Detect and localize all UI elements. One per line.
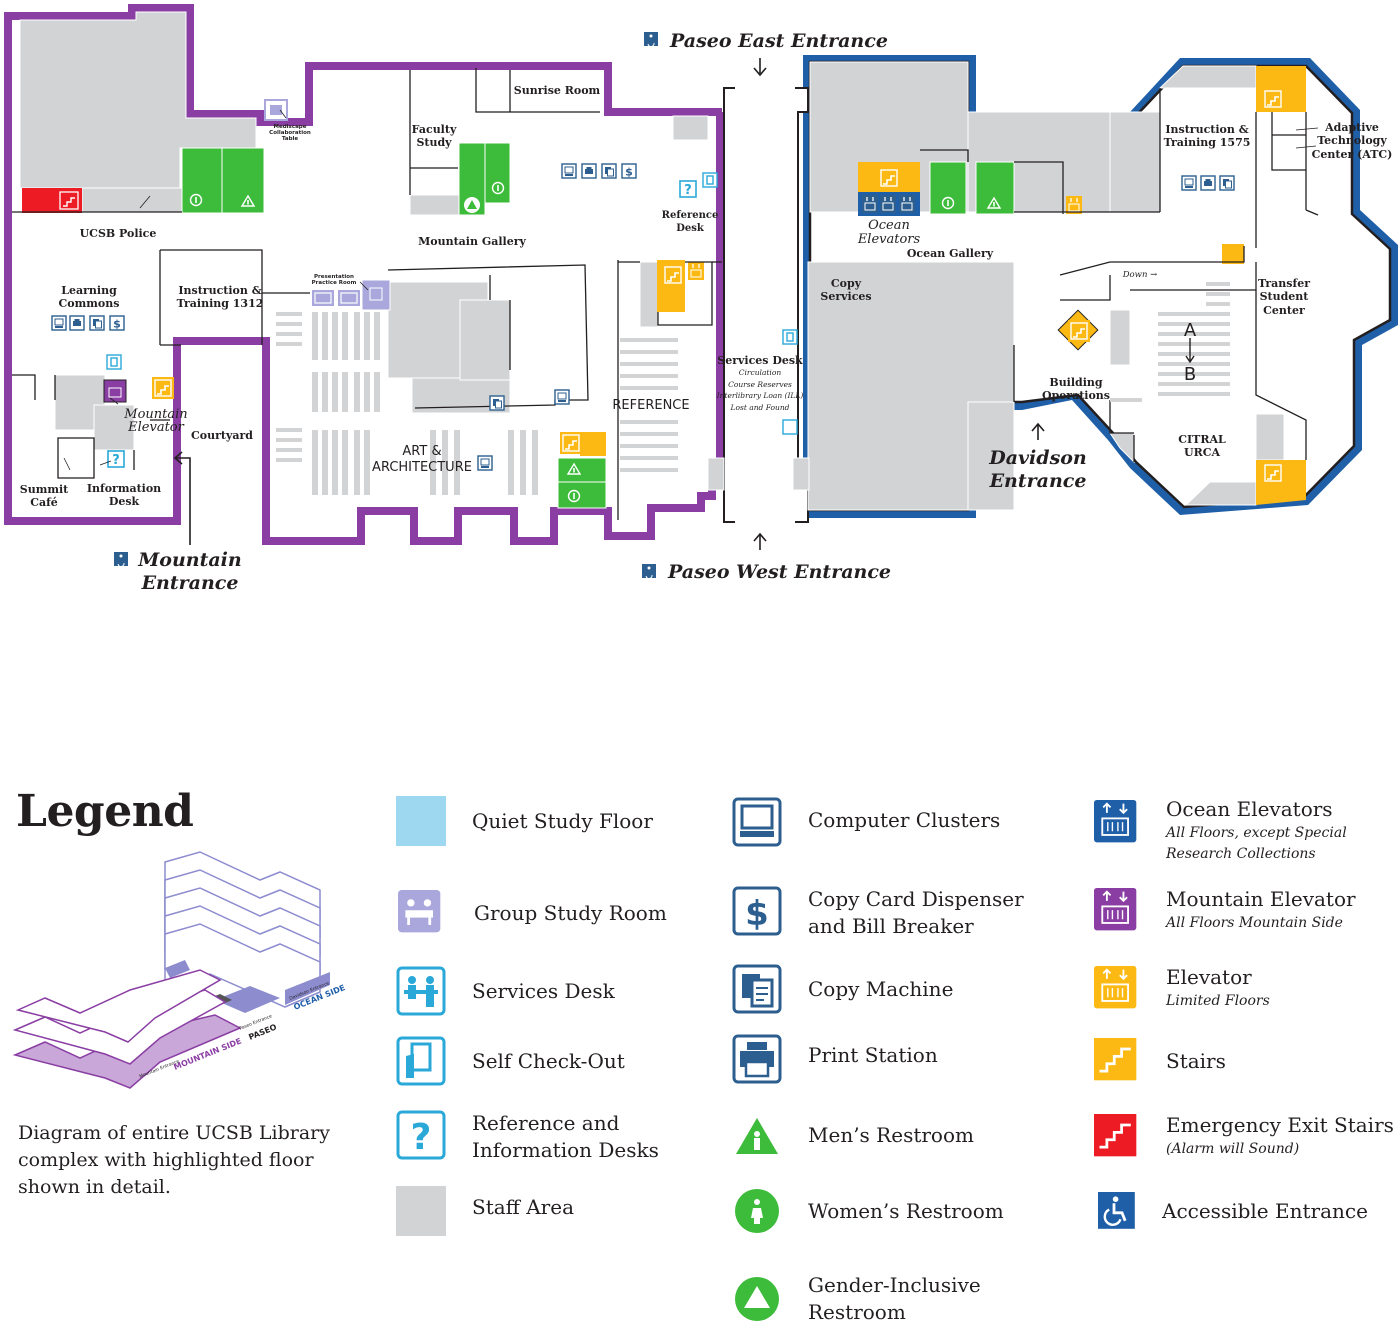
- svg-text:Sunrise Room: Sunrise Room: [514, 84, 601, 97]
- svg-text:Reference: Reference: [662, 210, 719, 221]
- svg-text:URCA: URCA: [1184, 446, 1220, 459]
- mens-restroom-icon: [736, 1118, 778, 1154]
- paseo-west-entrance: Paseo West Entrance: [667, 561, 891, 583]
- svg-text:Services Desk: Services Desk: [717, 354, 803, 367]
- svg-text:Café: Café: [30, 496, 58, 509]
- svg-text:Elevators: Elevators: [857, 232, 921, 247]
- womens-restroom-icon: [735, 1189, 779, 1233]
- svg-text:Desk: Desk: [676, 223, 705, 234]
- accessible-icon: [644, 32, 658, 48]
- quiet-study-swatch: [396, 796, 446, 846]
- svg-text:Building: Building: [1049, 376, 1103, 389]
- svg-text:Adaptive: Adaptive: [1324, 121, 1379, 134]
- svg-text:Services: Services: [820, 290, 871, 303]
- svg-text:Instruction &: Instruction &: [1165, 123, 1248, 136]
- svg-text:Training 1575: Training 1575: [1164, 136, 1251, 149]
- floor-map: $ ?: [4, 4, 1398, 594]
- svg-text:Study: Study: [416, 136, 452, 149]
- svg-text:B: B: [1184, 364, 1196, 385]
- svg-text:Down →: Down →: [1122, 270, 1158, 280]
- svg-text:Summit: Summit: [20, 483, 69, 496]
- svg-text:Table: Table: [282, 136, 299, 142]
- copy-machine-icon: [732, 964, 782, 1014]
- accessible-entrance-icon: [1098, 1192, 1135, 1229]
- self-checkout-icon: [396, 1036, 446, 1086]
- svg-text:Operations: Operations: [1042, 389, 1110, 402]
- paseo-east-entrance: Paseo East Entrance: [669, 30, 888, 52]
- services-desk-icon: [396, 966, 446, 1016]
- svg-text:Training 1312: Training 1312: [177, 297, 264, 310]
- printer-icon: [732, 1034, 782, 1084]
- davidson-entrance-line1: Davidson: [988, 447, 1087, 469]
- dollar-icon: $: [732, 886, 782, 936]
- svg-text:Faculty: Faculty: [412, 123, 457, 136]
- davidson-entrance-line2: Entrance: [989, 470, 1087, 492]
- svg-text:Course Reserves: Course Reserves: [728, 380, 792, 389]
- legend-title: Legend: [16, 786, 194, 837]
- stairs-icon: [1094, 1038, 1137, 1081]
- question-icon: ?: [396, 1110, 446, 1160]
- computer-icon: [732, 797, 782, 847]
- svg-text:Collaboration: Collaboration: [269, 130, 311, 136]
- svg-text:Technology: Technology: [1317, 134, 1387, 147]
- svg-text:Circulation: Circulation: [739, 368, 782, 377]
- svg-text:Commons: Commons: [59, 297, 120, 310]
- svg-text:Desk: Desk: [109, 495, 140, 508]
- svg-text:Mediscape: Mediscape: [274, 124, 307, 130]
- ocean-elevator-icon: [1094, 800, 1137, 843]
- legend-description: Diagram of entire UCSB Library complex w…: [18, 1122, 330, 1198]
- gender-inclusive-icon: [735, 1277, 779, 1321]
- svg-text:CITRAL: CITRAL: [1178, 433, 1226, 446]
- emergency-stairs-icon: [1094, 1114, 1137, 1157]
- svg-text:Center (ATC): Center (ATC): [1312, 148, 1393, 161]
- svg-text:$: $: [745, 894, 769, 934]
- svg-text:ART &: ART &: [402, 444, 441, 459]
- svg-text:Instruction &: Instruction &: [178, 284, 261, 297]
- svg-text:?: ?: [411, 1117, 432, 1158]
- svg-text:Center: Center: [1263, 304, 1305, 317]
- svg-text:Lost and Found: Lost and Found: [729, 403, 789, 412]
- svg-text:Learning: Learning: [61, 284, 117, 297]
- mountain-entrance-line2: Entrance: [141, 572, 239, 594]
- svg-text:Elevator: Elevator: [127, 420, 184, 435]
- svg-text:ARCHITECTURE: ARCHITECTURE: [372, 460, 472, 475]
- svg-text:Courtyard: Courtyard: [191, 429, 253, 442]
- svg-text:Mountain: Mountain: [123, 407, 187, 422]
- svg-text:Presentation: Presentation: [314, 274, 354, 280]
- shelves-art-1: [276, 312, 302, 462]
- svg-text:REFERENCE: REFERENCE: [612, 398, 689, 413]
- svg-text:Transfer: Transfer: [1258, 277, 1310, 290]
- mountain-elevator-icon: [1094, 888, 1137, 931]
- svg-text:Interlibrary Loan (ILL): Interlibrary Loan (ILL): [716, 391, 804, 400]
- svg-text:Practice Room: Practice Room: [312, 280, 357, 286]
- svg-text:Mountain Gallery: Mountain Gallery: [418, 235, 526, 248]
- svg-text:Information: Information: [87, 482, 161, 495]
- svg-text:A: A: [1184, 320, 1197, 341]
- svg-text:Ocean: Ocean: [868, 218, 910, 233]
- group-study-icon: [398, 890, 441, 933]
- svg-text:Ocean Gallery: Ocean Gallery: [907, 247, 994, 260]
- svg-text:Student: Student: [1260, 290, 1310, 303]
- library-complex-diagram: MOUNTAIN SIDE PASEO OCEAN SIDE Mountain …: [12, 851, 346, 1089]
- elevator-icon: [1094, 966, 1137, 1009]
- ucsb-police-label: UCSB Police: [80, 227, 157, 240]
- svg-text:Copy: Copy: [831, 277, 862, 290]
- staff-area-swatch: [396, 1186, 446, 1236]
- mountain-entrance-line1: Mountain: [137, 549, 241, 571]
